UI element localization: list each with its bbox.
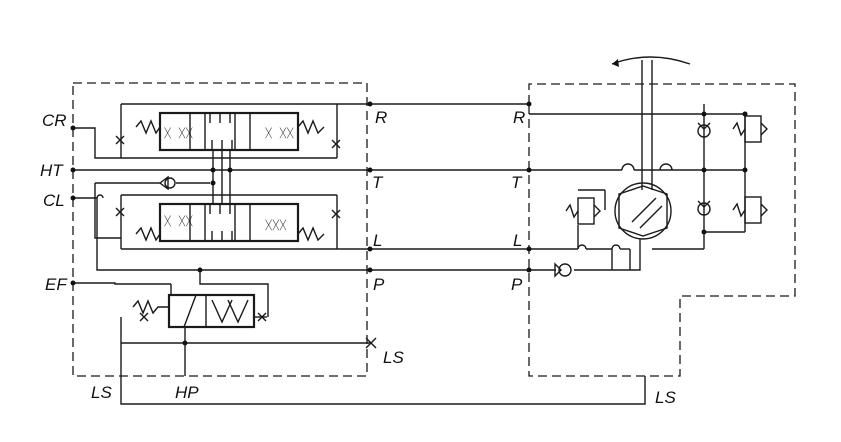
priority-valve xyxy=(132,293,267,329)
check-valve-icon xyxy=(697,202,711,216)
label-ls-right: LS xyxy=(655,388,676,407)
spring-icon xyxy=(135,119,161,135)
label-cl: CL xyxy=(43,191,65,210)
svg-text:ᚷᚷᚷ: ᚷᚷᚷ xyxy=(265,218,287,232)
port-t-right: T xyxy=(511,173,523,192)
port-l-left: L xyxy=(373,231,382,250)
check-valves-right xyxy=(697,122,711,216)
spring-icon xyxy=(135,226,161,242)
svg-text:ᚷ ᚷᚷ: ᚷ ᚷᚷ xyxy=(265,126,294,140)
port-l-right: L xyxy=(513,231,522,250)
junction-dots-left xyxy=(70,101,373,346)
steering-shaft xyxy=(611,56,691,190)
left-unit-boundary xyxy=(72,82,368,377)
port-r-left: R xyxy=(375,108,387,127)
check-valve-icon xyxy=(697,124,711,138)
check-valve-icon xyxy=(558,263,572,277)
spring-icon xyxy=(297,226,325,242)
label-ls-left: LS xyxy=(91,383,112,402)
right-unit-boundary xyxy=(528,83,796,377)
port-r-right: R xyxy=(513,108,525,127)
port-t-left: T xyxy=(372,173,384,192)
port-p-right: P xyxy=(511,275,523,294)
left-unit-lines xyxy=(73,103,646,405)
label-ht: HT xyxy=(40,161,64,180)
metering-unit xyxy=(614,182,672,240)
spring-icon xyxy=(297,119,325,135)
right-unit-lines xyxy=(529,104,746,271)
label-ls-mid: LS xyxy=(383,348,404,367)
spring-icon xyxy=(132,299,169,315)
label-hp: HP xyxy=(175,383,199,402)
check-valve-icon xyxy=(164,177,176,189)
svg-text:ᚷ ᚷᚷ: ᚷ ᚷᚷ xyxy=(164,126,193,140)
label-cr: CR xyxy=(42,111,67,130)
label-ef: EF xyxy=(45,275,68,294)
upper-directional-valve: ᚷ ᚷᚷ ᚷ ᚷᚷ xyxy=(115,103,341,159)
port-p-left: P xyxy=(373,275,385,294)
relief-valves xyxy=(565,115,768,225)
svg-text:ᚷ ᚷᚷ: ᚷ ᚷᚷ xyxy=(164,214,193,228)
check-valve-p xyxy=(554,262,572,278)
lower-directional-valve: ᚷ ᚷᚷ ᚷᚷᚷ xyxy=(115,194,341,250)
junction-dots-right xyxy=(526,101,748,273)
